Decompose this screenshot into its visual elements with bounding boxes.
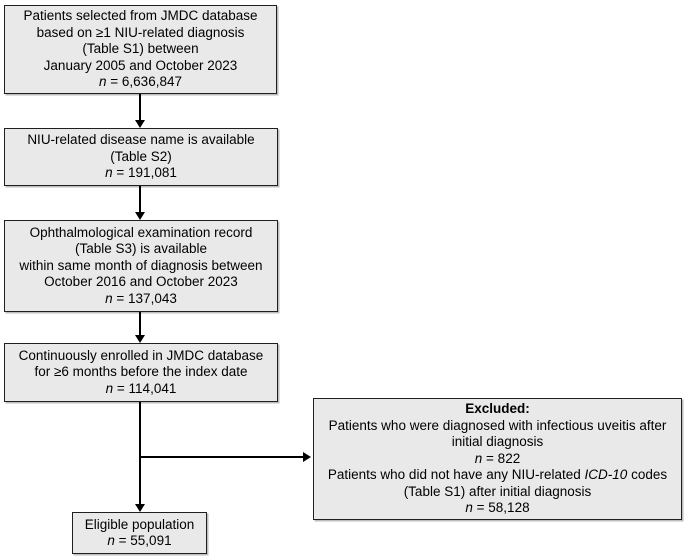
- text-segment: based on ≥1 NIU-related diagnosis: [36, 24, 245, 40]
- arrow-line-4: [139, 402, 141, 505]
- box-line: Ophthalmological examination record: [30, 225, 253, 242]
- box-line: Patients who did not have any NIU-relate…: [328, 467, 667, 484]
- box-line: Eligible population: [85, 517, 195, 534]
- box-line: (Table S1) after initial diagnosis: [404, 484, 592, 501]
- text-segment: n: [474, 450, 483, 466]
- text-segment: = 822: [482, 450, 521, 466]
- box-line: Excluded:: [465, 401, 530, 418]
- box-line: n = 822: [475, 451, 520, 468]
- text-segment: ICD-10: [584, 467, 628, 483]
- text-segment: October 2016 and October 2023: [44, 274, 238, 290]
- box-line: Continuously enrolled in JMDC database: [19, 348, 264, 365]
- text-segment: Excluded:: [465, 401, 530, 417]
- box-line: (Table S1) between: [82, 41, 198, 58]
- text-segment: Ophthalmological examination record: [29, 224, 253, 240]
- text-segment: Patients who were diagnosed with infecti…: [328, 417, 667, 433]
- text-segment: for ≥6 months before the index date: [34, 364, 248, 380]
- text-segment: Continuously enrolled in JMDC database: [18, 347, 264, 363]
- text-segment: n: [105, 290, 113, 306]
- box-line: NIU-related disease name is available: [27, 132, 254, 149]
- branch-line-excluded: [140, 456, 304, 458]
- box-line: n = 191,081: [105, 165, 177, 182]
- text-segment: = 114,041: [113, 380, 177, 396]
- box-exam-record: Ophthalmological examination record(Tabl…: [4, 220, 278, 312]
- box-line: n = 6,636,847: [99, 74, 182, 91]
- text-segment: = 137,043: [112, 290, 177, 306]
- text-segment: n: [105, 165, 113, 181]
- box-excluded: Excluded:Patients who were diagnosed wit…: [313, 398, 682, 520]
- text-segment: codes: [627, 467, 668, 483]
- box-line: n = 137,043: [105, 291, 177, 308]
- arrow-head-3: [135, 335, 145, 343]
- box-line: (Table S2): [110, 149, 172, 166]
- box-line: October 2016 and October 2023: [44, 274, 238, 291]
- box-line: n = 55,091: [107, 533, 171, 550]
- box-line: January 2005 and October 2023: [44, 58, 238, 75]
- arrow-line-1: [139, 94, 141, 121]
- text-segment: January 2005 and October 2023: [43, 57, 238, 73]
- box-line: Patients selected from JMDC database: [23, 8, 257, 25]
- text-segment: n: [105, 380, 114, 396]
- box-line: (Table S3) is available: [75, 241, 207, 258]
- text-segment: (Table S1) after initial diagnosis: [403, 483, 592, 499]
- text-segment: n: [465, 500, 473, 516]
- arrow-line-3: [139, 312, 141, 336]
- text-segment: = 55,091: [114, 533, 172, 548]
- box-line: based on ≥1 NIU-related diagnosis: [37, 25, 245, 42]
- text-segment: (Table S3) is available: [74, 241, 208, 257]
- text-segment: (Table S2): [110, 148, 172, 164]
- text-segment: within same month of diagnosis between: [19, 257, 263, 273]
- text-segment: initial diagnosis: [451, 434, 544, 450]
- box-line: within same month of diagnosis between: [19, 258, 262, 275]
- box-line: n = 58,128: [465, 500, 529, 517]
- text-segment: n: [107, 533, 115, 548]
- text-segment: n: [99, 74, 107, 90]
- text-segment: = 58,128: [472, 500, 530, 516]
- box-line: initial diagnosis: [452, 434, 544, 451]
- text-segment: (Table S1) between: [82, 41, 199, 57]
- text-segment: Patients who did not have any NIU-relate…: [327, 467, 585, 483]
- arrow-head-2: [135, 212, 145, 220]
- box-line: n = 114,041: [106, 381, 177, 398]
- arrow-head-1: [135, 120, 145, 128]
- text-segment: NIU-related disease name is available: [27, 132, 255, 148]
- box-line: Patients who were diagnosed with infecti…: [329, 418, 667, 435]
- text-segment: Patients selected from JMDC database: [23, 8, 258, 24]
- arrow-head-4: [135, 504, 145, 512]
- text-segment: = 6,636,847: [106, 74, 182, 90]
- box-line: for ≥6 months before the index date: [34, 364, 247, 381]
- box-disease-name: NIU-related disease name is available(Ta…: [4, 128, 278, 186]
- branch-head-excluded: [303, 452, 311, 462]
- text-segment: Eligible population: [84, 516, 195, 532]
- arrow-line-2: [139, 186, 141, 213]
- text-segment: = 191,081: [112, 165, 177, 181]
